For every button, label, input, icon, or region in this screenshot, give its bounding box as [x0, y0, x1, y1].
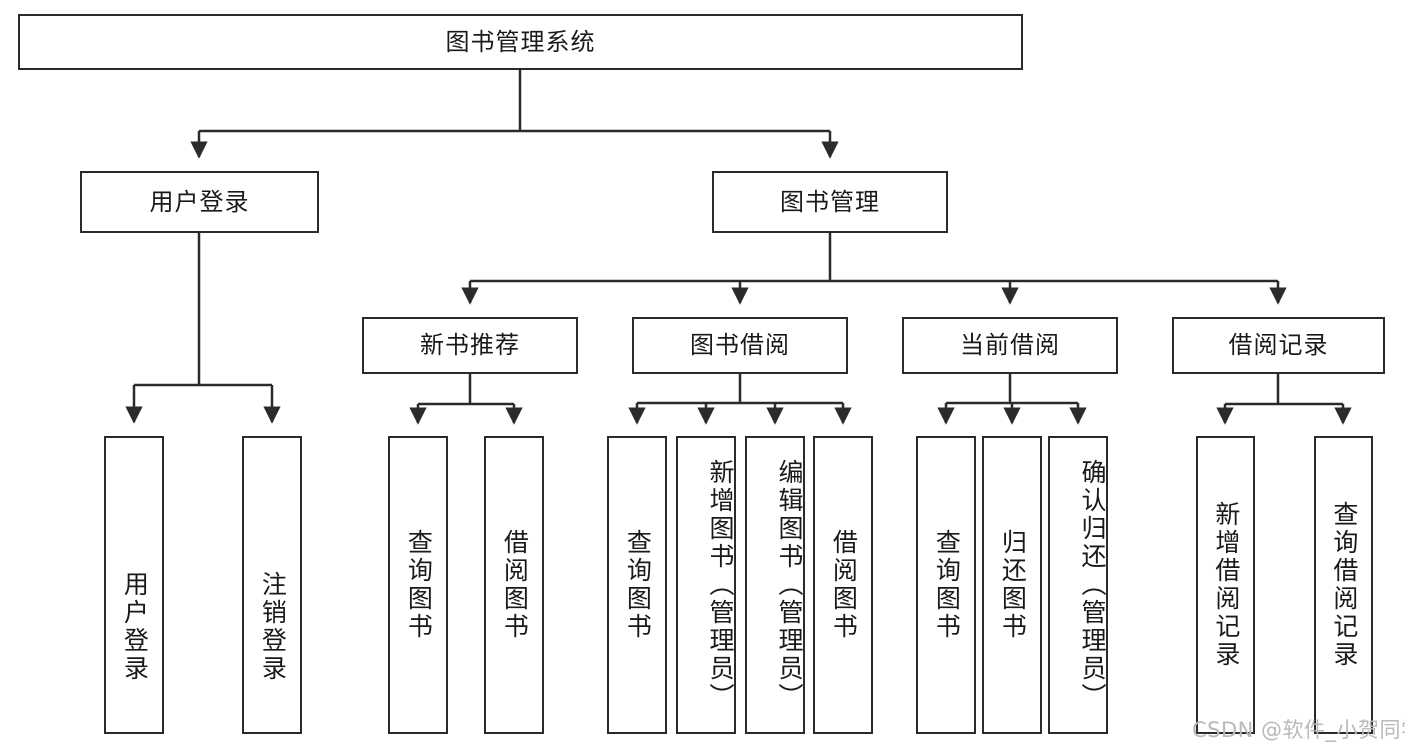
node-root[interactable]: 图书管理系统 — [18, 14, 1023, 70]
node-book-borrow[interactable]: 图书借阅 — [632, 317, 848, 374]
node-current-borrow[interactable]: 当前借阅 — [902, 317, 1118, 374]
node-leaf-return-book[interactable]: 归还图书 — [982, 436, 1042, 734]
node-new-book-recommend[interactable]: 新书推荐 — [362, 317, 578, 374]
node-leaf-confirm-return-admin[interactable]: 确认归还（管理员） — [1048, 436, 1108, 734]
node-leaf-user-login[interactable]: 用户登录 — [104, 436, 164, 734]
node-leaf-query-book-2[interactable]: 查询图书 — [607, 436, 667, 734]
node-leaf-query-book-1[interactable]: 查询图书 — [388, 436, 448, 734]
node-leaf-edit-book-admin[interactable]: 编辑图书（管理员） — [745, 436, 805, 734]
csdn-watermark: CSDN @软件_小贺同学 — [1192, 718, 1405, 742]
node-leaf-borrow-book-2[interactable]: 借阅图书 — [813, 436, 873, 734]
node-book-manage[interactable]: 图书管理 — [712, 171, 948, 233]
node-leaf-query-borrow-record[interactable]: 查询借阅记录 — [1314, 436, 1373, 734]
node-leaf-user-logout[interactable]: 注销登录 — [242, 436, 302, 734]
node-borrow-record[interactable]: 借阅记录 — [1172, 317, 1385, 374]
node-leaf-add-borrow-record[interactable]: 新增借阅记录 — [1196, 436, 1255, 734]
node-leaf-query-book-3[interactable]: 查询图书 — [916, 436, 976, 734]
node-leaf-add-book-admin[interactable]: 新增图书（管理员） — [676, 436, 736, 734]
node-user-login[interactable]: 用户登录 — [80, 171, 319, 233]
node-leaf-borrow-book-1[interactable]: 借阅图书 — [484, 436, 544, 734]
